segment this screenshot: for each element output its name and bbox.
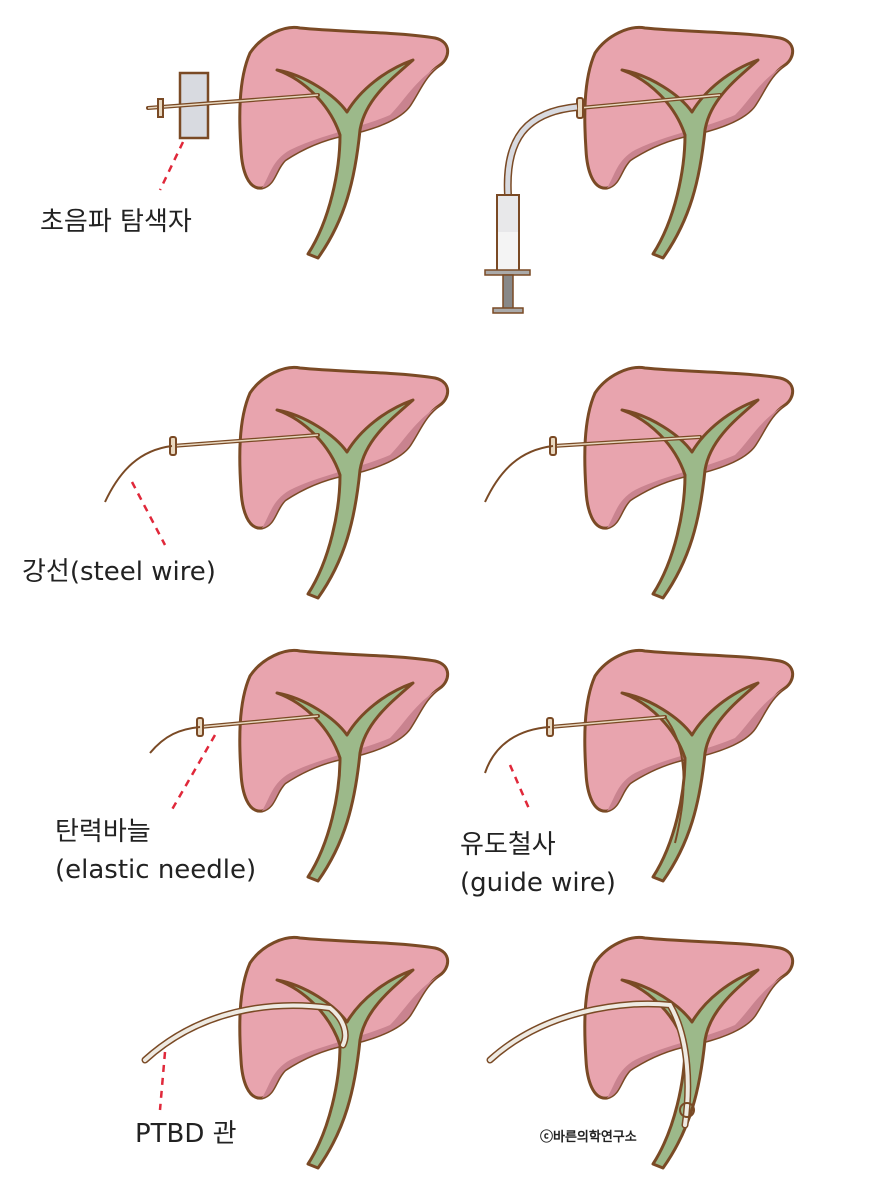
liver-illustration [583, 25, 795, 260]
panel-steel-wire-advanced [484, 365, 795, 600]
label-steel-wire: 강선(steel wire) [22, 557, 216, 587]
panel-ultrasound-guidance: 초음파 탐색자 [40, 25, 450, 260]
guide-wire [664, 716, 685, 844]
label-ptbd-tube: PTBD 관 [135, 1119, 237, 1149]
leader-line [158, 141, 185, 191]
label-guide-wire-en: (guide wire) [460, 868, 616, 898]
label-elastic-needle-ko: 탄력바늘 [55, 817, 151, 847]
label-guide-wire-ko: 유도철사 [460, 830, 556, 860]
label-ultrasound-probe: 초음파 탐색자 [40, 207, 192, 237]
liver-illustration [583, 648, 795, 883]
panel-bile-aspiration [484, 25, 795, 314]
liver-illustration [583, 365, 795, 600]
leader-line [168, 734, 217, 814]
syringe [484, 194, 531, 314]
panel-guide-wire [484, 648, 795, 883]
liver-illustration [238, 25, 450, 260]
leader-line [508, 764, 532, 812]
copyright-notice: ⓒ바른의학연구소 [540, 1129, 637, 1145]
panel-ptbd-tube-placed [486, 935, 795, 1170]
liver-illustration [238, 648, 450, 883]
leader-line [158, 1051, 167, 1111]
panel-steel-wire [104, 365, 450, 600]
label-elastic-needle-en: (elastic needle) [55, 855, 256, 885]
liver-illustration [238, 935, 450, 1170]
steel-wire [104, 445, 173, 503]
panel-ptbd-tube [141, 935, 450, 1170]
liver-illustration [238, 365, 450, 600]
leader-line [130, 481, 167, 546]
panel-elastic-needle [149, 648, 450, 883]
